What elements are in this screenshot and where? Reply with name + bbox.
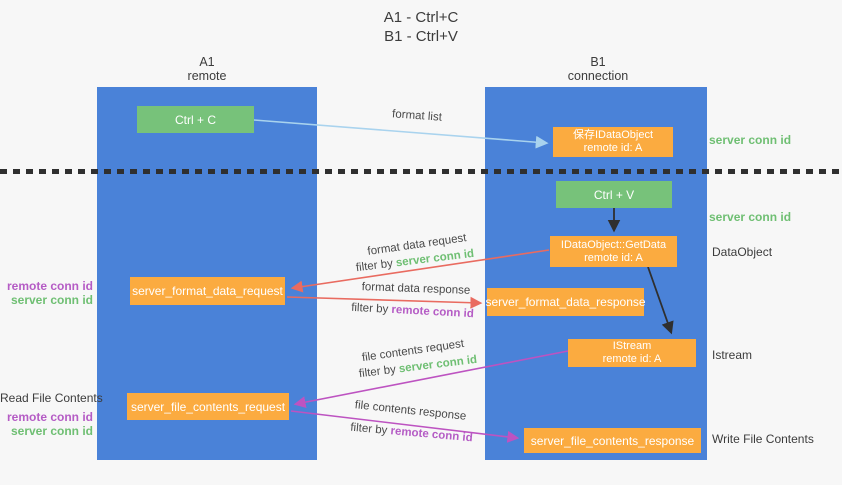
label-server-conn-id-bottom-left: server conn id (10, 424, 93, 438)
node-ctrl-v: Ctrl + V (556, 181, 672, 208)
title-line-1: A1 - Ctrl+C (383, 9, 459, 26)
column-b-name: B1 (590, 55, 606, 69)
node-server-format-data-response: server_format_data_response (485, 288, 646, 316)
node-istream-line2: remote id: A (602, 353, 662, 365)
label-group-file-conn-ids: remote conn id server conn id (0, 410, 93, 438)
label-server-conn-id-top-left: server conn id (10, 293, 93, 307)
label-remote-conn-id-bottom-left: remote conn id (6, 410, 93, 424)
label-server-conn-id-mid-right: server conn id (709, 210, 792, 224)
filter-by-text-2: filter by (350, 301, 389, 316)
node-getdata-line1: IDataObject::GetData (560, 238, 667, 251)
label-server-conn-id-top-right: server conn id (709, 133, 792, 147)
label-istream: Istream (712, 348, 753, 362)
node-save-idataobject: 保存IDataObject remote id: A (553, 127, 673, 157)
diagram-title: A1 - Ctrl+C B1 - Ctrl+V (0, 8, 842, 46)
node-file-response-label: server_file_contents_response (530, 433, 695, 448)
label-group-format-conn-ids: remote conn id server conn id (0, 279, 93, 307)
label-filter-by-remote-conn-id-1: filter by remote conn id (341, 301, 484, 320)
node-format-response-label: server_format_data_response (485, 295, 646, 309)
label-dataobject: DataObject (712, 245, 773, 259)
node-server-format-data-request: server_format_data_request (130, 277, 285, 305)
column-a-header: A1 remote (137, 55, 277, 83)
node-ctrl-c-label: Ctrl + C (174, 112, 216, 127)
remote-conn-id-text-1: remote conn id (391, 303, 475, 321)
column-a-role: remote (187, 69, 227, 83)
column-b-header: B1 connection (528, 55, 668, 83)
label-filter-by-remote-conn-id-2: filter by remote conn id (340, 421, 484, 445)
remote-conn-id-text-2: remote conn id (389, 425, 474, 445)
label-format-data-response: format data response (361, 281, 471, 297)
column-b-role: connection (567, 69, 629, 83)
filter-by-text-3: filter by (358, 363, 397, 381)
node-ctrl-v-label: Ctrl + V (593, 187, 635, 202)
label-file-contents-response: file contents response (354, 399, 467, 423)
filter-by-text-4: filter by (349, 421, 388, 437)
title-line-2: B1 - Ctrl+V (384, 28, 458, 45)
filter-by-text-1: filter by (355, 257, 394, 275)
node-ctrl-c: Ctrl + C (137, 106, 254, 133)
label-remote-conn-id-top-left: remote conn id (6, 279, 93, 293)
node-istream: IStream remote id: A (568, 339, 696, 367)
column-a-name: A1 (199, 55, 215, 69)
copy-paste-separator (0, 169, 842, 174)
node-istream-line1: IStream (612, 340, 652, 352)
node-save-idataobject-line2: remote id: A (583, 142, 643, 154)
node-getdata-line2: remote id: A (584, 251, 643, 264)
node-server-file-contents-request: server_file_contents_request (127, 393, 289, 420)
node-file-request-label: server_file_contents_request (130, 399, 286, 414)
node-idataobject-getdata: IDataObject::GetData remote id: A (550, 236, 677, 267)
node-format-request-label: server_format_data_request (132, 284, 283, 298)
node-server-file-contents-response: server_file_contents_response (524, 428, 701, 453)
label-write-file-contents: Write File Contents (712, 432, 814, 446)
label-read-file-contents: Read File Contents (0, 391, 103, 405)
node-save-idataobject-line1: 保存IDataObject (572, 129, 654, 141)
label-format-list: format list (391, 108, 443, 124)
